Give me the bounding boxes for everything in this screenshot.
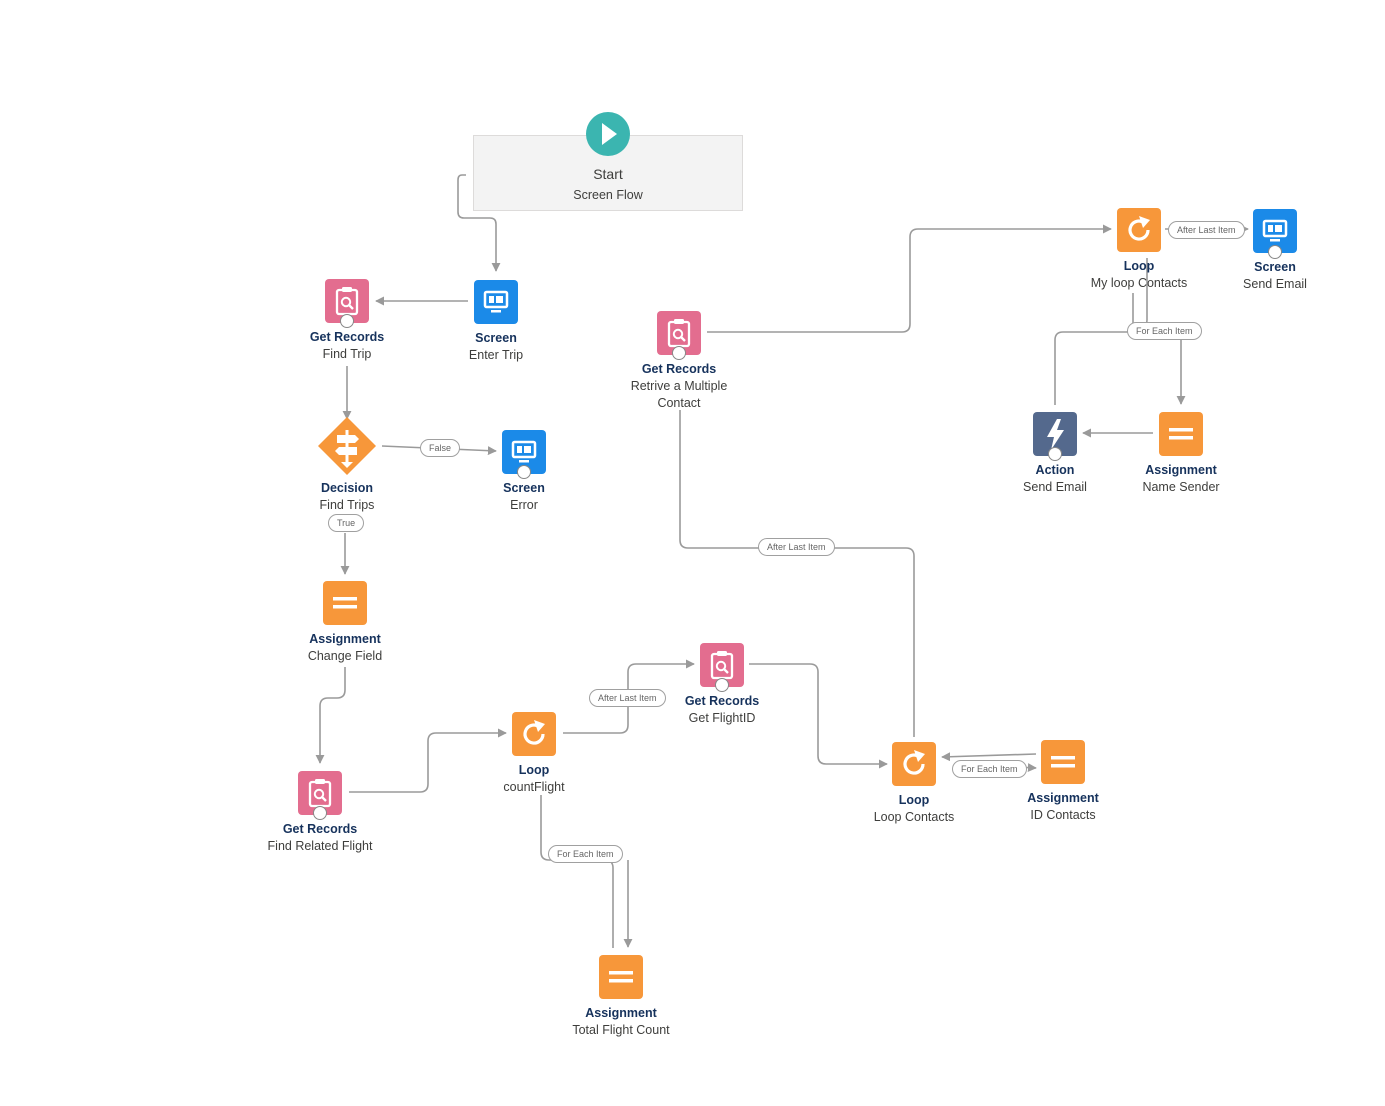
node-get-records-find-trip[interactable]: Get Records Find Trip <box>247 279 447 363</box>
equals-icon <box>1159 412 1203 456</box>
node-connector[interactable] <box>313 806 327 820</box>
play-icon[interactable] <box>586 112 630 156</box>
node-label: Loop Contacts <box>873 810 955 824</box>
node-label: Find Trip <box>322 347 372 361</box>
node-type: Get Records <box>641 362 717 376</box>
edge-my-loop-for-each <box>1132 293 1186 405</box>
edge-label-after-last-item[interactable]: After Last Item <box>758 538 835 556</box>
node-type: Loop <box>1123 259 1155 273</box>
node-label-line-2: Contact <box>657 396 701 410</box>
node-connector[interactable] <box>672 346 686 360</box>
node-assignment-id-contacts[interactable]: Assignment ID Contacts <box>963 740 1163 824</box>
signpost-icon <box>317 416 377 476</box>
node-connector[interactable] <box>1048 447 1062 461</box>
node-type: Get Records <box>309 330 385 344</box>
start-title: Start <box>593 166 623 182</box>
edge-label-for-each-item[interactable]: For Each Item <box>548 845 623 863</box>
node-type: Assignment <box>309 632 381 646</box>
loop-arrow-icon <box>512 712 556 756</box>
node-type: Loop <box>898 793 930 807</box>
node-type: Screen <box>503 481 545 495</box>
node-decision-find-trips[interactable]: Decision Find Trips <box>247 416 447 514</box>
edge-flight-id-to-loop-contacts <box>749 663 888 769</box>
node-type: Get Records <box>282 822 358 836</box>
edge-label-after-last-item[interactable]: After Last Item <box>589 689 666 707</box>
node-type: Assignment <box>1027 791 1099 805</box>
screen-icon <box>474 280 518 324</box>
node-screen-enter-trip[interactable]: Screen Enter Trip <box>396 280 596 364</box>
node-connector[interactable] <box>517 465 531 479</box>
equals-icon <box>599 955 643 999</box>
node-type: Screen <box>1254 260 1296 274</box>
node-label-line-1: Retrive a Multiple <box>630 379 728 393</box>
node-label: countFlight <box>503 780 565 794</box>
edge-id-contacts-back <box>941 752 1037 762</box>
node-label: Change Field <box>307 649 383 663</box>
start-subtitle: Screen Flow <box>573 188 643 202</box>
node-type: Action <box>1035 463 1075 477</box>
edge-label-for-each-item[interactable]: For Each Item <box>1127 322 1202 340</box>
node-get-records-get-flight-id[interactable]: Get Records Get FlightID <box>622 643 822 727</box>
node-label: Send Email <box>1243 277 1307 291</box>
node-loop-my-loop-contacts[interactable]: Loop My loop Contacts <box>1039 208 1239 292</box>
edge-label-after-last-item[interactable]: After Last Item <box>1168 221 1245 239</box>
node-type: Assignment <box>585 1006 657 1020</box>
node-assignment-total-flight-count[interactable]: Assignment Total Flight Count <box>521 955 721 1039</box>
node-label: My loop Contacts <box>1090 276 1188 290</box>
edge-change-field-to-related-flight <box>315 667 346 764</box>
node-type: Decision <box>320 481 374 495</box>
loop-arrow-icon <box>1117 208 1161 252</box>
node-label: Find Related Flight <box>267 839 373 853</box>
node-type: Loop <box>518 763 550 777</box>
node-label: Enter Trip <box>468 348 524 362</box>
node-connector[interactable] <box>340 314 354 328</box>
node-label: Find Trips <box>319 498 375 512</box>
node-type: Assignment <box>1145 463 1217 477</box>
node-assignment-change-field[interactable]: Assignment Change Field <box>245 581 445 665</box>
node-loop-count-flight[interactable]: Loop countFlight <box>434 712 634 796</box>
node-loop-loop-contacts[interactable]: Loop Loop Contacts <box>814 742 1014 826</box>
edge-label-false[interactable]: False <box>420 439 461 457</box>
node-connector[interactable] <box>1268 245 1282 259</box>
edge-start-to-enter-trip <box>457 174 501 272</box>
node-type: Screen <box>475 331 517 345</box>
node-label: ID Contacts <box>1030 808 1096 822</box>
edge-label-for-each-item[interactable]: For Each Item <box>952 760 1027 778</box>
edge-label-true[interactable]: True <box>328 514 365 532</box>
node-label: Error <box>510 498 538 512</box>
node-label: Name Sender <box>1142 480 1220 494</box>
edge-retrive-to-my-loop <box>707 224 1112 333</box>
loop-arrow-icon <box>892 742 936 786</box>
node-get-records-retrive-contact[interactable]: Get Records Retrive a Multiple Contact <box>579 311 779 412</box>
node-type: Get Records <box>684 694 760 708</box>
equals-icon <box>1041 740 1085 784</box>
edge-count-loop-for-each <box>540 795 614 948</box>
equals-icon <box>323 581 367 625</box>
node-assignment-name-sender[interactable]: Assignment Name Sender <box>1081 412 1281 496</box>
node-label: Total Flight Count <box>572 1023 670 1037</box>
clipboard-search-icon <box>325 279 369 323</box>
node-connector[interactable] <box>715 678 729 692</box>
edge-related-flight-to-count-loop <box>349 728 507 793</box>
node-label: Send Email <box>1023 480 1087 494</box>
node-label: Get FlightID <box>688 711 756 725</box>
